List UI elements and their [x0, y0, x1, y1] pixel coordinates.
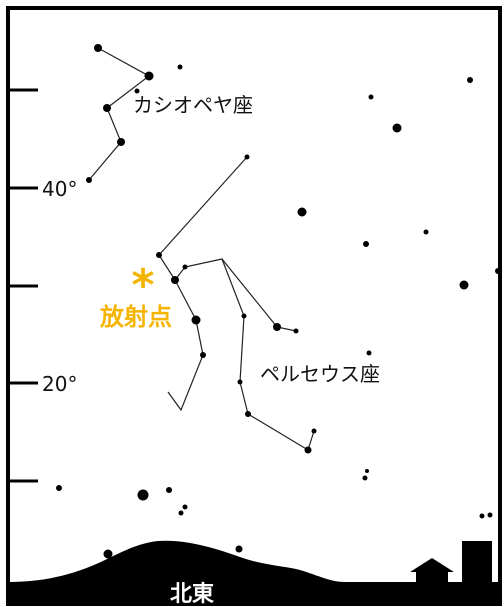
perseus-line [174, 258, 315, 451]
star [94, 44, 102, 52]
star [495, 268, 501, 274]
star [467, 77, 473, 83]
star [363, 241, 369, 247]
house-roof [410, 558, 454, 572]
horizon-silhouette [8, 540, 500, 604]
star [144, 71, 154, 81]
star [171, 276, 179, 284]
stars [56, 44, 501, 559]
radiant-label: 放射点 [99, 303, 172, 331]
star [362, 475, 368, 481]
direction-label: 北東 [170, 582, 214, 607]
star [366, 350, 372, 356]
house-body [416, 570, 448, 584]
hill-silhouette [8, 540, 500, 604]
altitude-label-40: 40° [42, 177, 77, 201]
star [459, 280, 469, 290]
star [241, 313, 247, 319]
star [156, 252, 162, 258]
star [182, 264, 188, 270]
altitude-label-20: 20° [42, 372, 77, 396]
star [365, 469, 369, 473]
altitude-axis [8, 88, 38, 483]
star [86, 177, 92, 183]
star [311, 428, 317, 434]
star [166, 487, 172, 493]
star [235, 545, 243, 553]
perseus-label: ペルセウス座 [260, 362, 380, 386]
star [244, 154, 250, 160]
star [182, 504, 188, 510]
radiant-marker: * [131, 260, 154, 311]
star [134, 88, 140, 94]
star [423, 229, 429, 235]
star [297, 207, 307, 217]
star [392, 123, 402, 133]
building [462, 541, 492, 584]
star [137, 489, 149, 501]
star [479, 513, 485, 519]
star [304, 446, 312, 454]
star [368, 94, 374, 100]
star [200, 352, 206, 358]
star [487, 512, 493, 518]
star [245, 411, 251, 417]
cassiopeia-label: カシオペヤ座 [133, 93, 253, 117]
star [103, 549, 113, 559]
star [191, 315, 201, 325]
star [273, 323, 281, 331]
star [178, 510, 184, 516]
star [117, 138, 125, 146]
star [293, 328, 299, 334]
star [103, 104, 111, 112]
star [237, 379, 243, 385]
star [177, 64, 183, 70]
star [56, 485, 62, 491]
